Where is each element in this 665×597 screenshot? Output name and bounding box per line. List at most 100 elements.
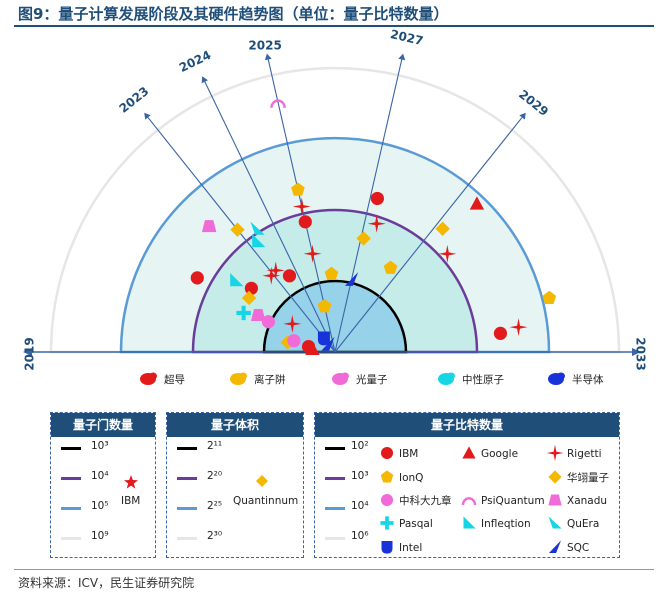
legend-gate-header: 量子门数量: [51, 413, 155, 437]
year-arrowhead-2027: [398, 53, 406, 61]
qubit-label-4: 10⁶: [351, 530, 369, 542]
volume-label-2: 2²⁰: [207, 470, 223, 482]
point-ibm-15: [493, 326, 508, 340]
legend-marker-xanadu: [548, 494, 562, 506]
tech-label-3: 中性原子: [462, 373, 504, 386]
source-note: 资料来源：ICV，民生证券研究院: [18, 576, 195, 590]
legend-marker-sqc: [548, 540, 562, 554]
legend-marker-rigetti: [546, 444, 564, 462]
volume-label-1: 2¹¹: [207, 440, 223, 452]
point-rigetti-4: [266, 261, 285, 280]
ring-swatch-3: [61, 507, 81, 510]
legend-name-xanadu: Xanadu: [567, 495, 607, 507]
year-label-2027: 2027: [389, 27, 425, 48]
legend-name-ibm: IBM: [399, 448, 418, 460]
ring-swatch-4: [61, 537, 81, 540]
point-xanadu-30: [201, 220, 217, 233]
tech-label-4: 半导体: [572, 373, 604, 386]
year-arrow-2029: [334, 117, 523, 353]
legend-marker-ibm: [380, 446, 394, 460]
point-google-16: [469, 196, 485, 210]
point-中科大九章-28: [261, 315, 276, 329]
legend-marker-infleqtion: [463, 516, 476, 529]
point-ibm-11: [244, 281, 258, 295]
point-psiquantum-31: [270, 99, 286, 108]
gate-label-4: 10⁹: [91, 530, 109, 542]
point-ionq-19: [324, 266, 339, 280]
point-ibm-10: [282, 269, 297, 283]
ring-swatch-3: [325, 507, 345, 510]
tech-label-1: 离子阱: [254, 373, 286, 386]
tech-swatch-lobe-2: [341, 372, 349, 380]
legend-marker-quera: [548, 516, 562, 529]
gate-label-1: 10³: [91, 440, 109, 452]
ring-swatch-2: [325, 477, 345, 480]
year-arrow-2024: [204, 81, 336, 353]
ring-swatch-2: [177, 477, 197, 480]
legend-name-quera: QuEra: [567, 518, 599, 530]
qubit-label-2: 10³: [351, 470, 369, 482]
point-中科大九章-27: [287, 334, 301, 348]
legend-volume-header: 量子体积: [167, 413, 303, 437]
legend-marker-intel: [381, 540, 393, 554]
legend-name-华翊量子: 华翊量子: [567, 471, 609, 484]
ring-swatch-2: [61, 477, 81, 480]
point-华翊量子-24: [230, 222, 245, 237]
tech-swatch-lobe-4: [557, 372, 565, 380]
axis-arrow-right: [632, 348, 641, 356]
legend-name-rigetti: Rigetti: [567, 448, 602, 460]
point-ionq-21: [542, 290, 557, 305]
legend-name-intel: Intel: [399, 542, 422, 554]
point-pasqal-32: [236, 305, 251, 321]
point-sqc-38: [344, 272, 359, 286]
point-rigetti-5: [303, 244, 322, 263]
volume-label-3: 2²⁵: [207, 500, 223, 512]
point-xanadu-29: [251, 309, 266, 322]
point-ibm-14: [370, 191, 384, 206]
footer-rule: [14, 569, 654, 570]
tech-swatch-lobe-1: [239, 372, 247, 380]
point-华翊量子-23: [241, 290, 257, 306]
ibm-star-icon: [124, 475, 138, 489]
axis-arrow-left: [23, 348, 32, 356]
ring-swatch-3: [177, 507, 197, 510]
year-arrow-2023: [147, 117, 336, 353]
point-rigetti-9: [509, 318, 528, 337]
legend-quantum-volume: 量子体积 2¹¹ 2²⁰ 2²⁵ 2³⁰ Quantinnum: [166, 412, 304, 558]
point-ionq-20: [383, 260, 398, 274]
tech-label-2: 光量子: [356, 373, 388, 386]
legend-name-ionq: IonQ: [399, 472, 423, 484]
legend-marker-ionq: [380, 470, 394, 483]
legend-marker-psiquantum: [461, 497, 477, 506]
point-sqc-37: [321, 336, 335, 351]
year-label-2025: 2025: [248, 38, 281, 52]
quantinnum-diamond-icon: [256, 475, 268, 487]
legend-name-pasqal: Pasqal: [399, 518, 433, 530]
legend-marker-中科大九章: [380, 493, 394, 507]
gate-company: IBM: [121, 495, 141, 507]
year-label-2033: 2033: [634, 337, 648, 370]
point-rigetti-6: [292, 197, 311, 216]
ring-swatch-1: [177, 447, 197, 450]
point-quera-35: [250, 221, 265, 235]
qubit-label-3: 10⁴: [351, 500, 369, 512]
tech-label-0: 超导: [164, 373, 185, 386]
point-ibm-13: [298, 215, 312, 229]
qubit-label-1: 10²: [351, 440, 369, 452]
legend-name-infleqtion: Infleqtion: [481, 518, 531, 530]
point-rigetti-2: [283, 314, 302, 333]
volume-label-4: 2³⁰: [207, 530, 223, 542]
point-rigetti-7: [367, 214, 386, 233]
volume-company: Quantinnum: [233, 495, 299, 507]
legend-marker-华翊量子: [548, 470, 562, 484]
year-arrowhead-2023: [144, 112, 151, 120]
point-intel-36: [317, 331, 330, 346]
legend-marker-pasqal: [380, 516, 394, 530]
point-ionq-17: [317, 299, 332, 313]
point-google-1: [305, 341, 320, 355]
point-华翊量子-25: [356, 231, 371, 246]
title-rule: [14, 25, 654, 27]
point-华翊量子-26: [435, 221, 450, 236]
